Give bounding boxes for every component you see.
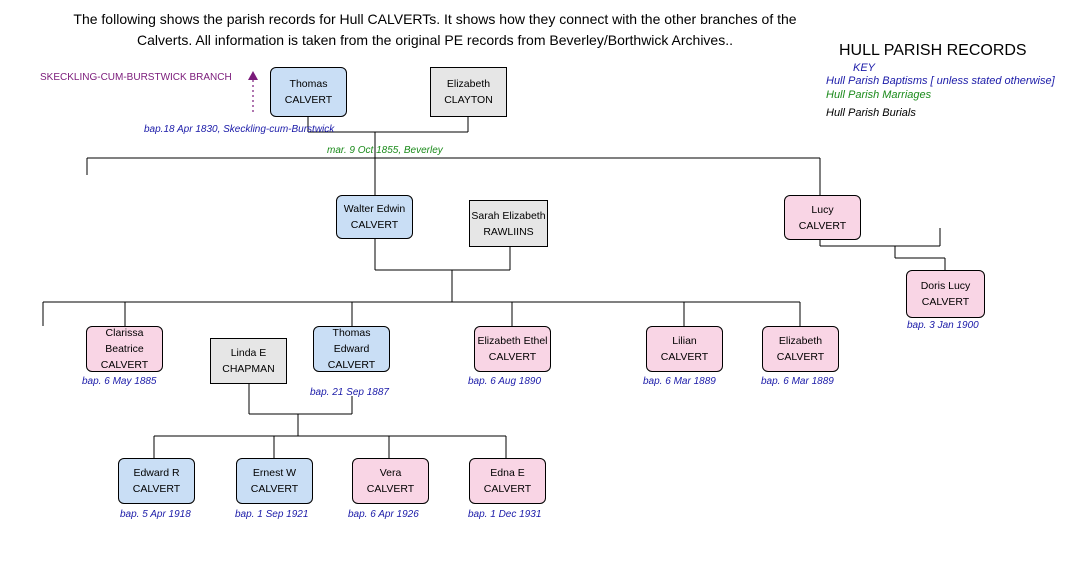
intro-text: The following shows the parish records f… [20,9,850,51]
baptism-note: bap. 1 Dec 1931 [468,509,542,520]
intro-line-2: Calverts. All information is taken from … [137,32,733,48]
middle-name: Edward [333,343,370,355]
baptism-note: bap. 3 Jan 1900 [907,320,979,331]
baptism-note: bap. 6 Aug 1890 [468,376,542,387]
surname: CALVERT [660,351,709,363]
surname: CALVERT [921,296,970,308]
key-title: HULL PARISH RECORDS [839,42,1027,59]
person-thomas-edward-calvert[interactable]: Thomas Edward CALVERT [313,326,390,372]
person-thomas-calvert-sr[interactable]: Thomas CALVERT [270,67,347,117]
first-name: Linda E [230,347,267,359]
branch-arrow-head [248,71,258,80]
person-elizabeth-clayton[interactable]: Elizabeth CLAYTON [430,67,507,117]
surname: CALVERT [284,94,333,106]
surname: CALVERT [327,359,376,371]
surname: CLAYTON [444,94,493,106]
baptism-note: bap. 6 Mar 1889 [643,376,716,387]
person-lucy-calvert[interactable]: Lucy CALVERT [784,195,861,240]
person-sarah-elizabeth-rawliins[interactable]: Sarah Elizabeth RAWLIINS [469,200,548,247]
surname: CALVERT [250,483,299,495]
person-edna-e-calvert[interactable]: Edna E CALVERT [469,458,546,504]
first-name: Lilian [672,335,697,347]
person-ernest-w-calvert[interactable]: Ernest W CALVERT [236,458,313,504]
key-burials: Hull Parish Burials [826,107,916,119]
surname: CALVERT [483,483,532,495]
surname: CALVERT [776,351,825,363]
key-marriages: Hull Parish Marriages [826,89,932,101]
first-name: Ernest W [252,467,297,479]
surname: CALVERT [350,219,399,231]
baptism-note: bap.18 Apr 1830, Skeckling-cum-Burstwick [144,124,335,135]
first-name: Doris Lucy [920,280,971,292]
baptism-note: bap. 21 Sep 1887 [310,387,389,398]
surname: CALVERT [366,483,415,495]
surname: CALVERT [488,351,537,363]
marriage-note: mar. 9 Oct 1855, Beverley [327,145,443,156]
person-lilian-calvert[interactable]: Lilian CALVERT [646,326,723,372]
surname: CHAPMAN [222,363,275,375]
surname: CALVERT [100,359,149,371]
first-name: Elizabeth [446,78,491,90]
person-elizabeth-calvert[interactable]: Elizabeth CALVERT [762,326,839,372]
first-name: Walter Edwin [343,203,406,215]
first-name: Sarah Elizabeth [471,209,546,222]
first-name: Thomas [289,78,328,90]
first-name: Edward R [133,467,180,479]
baptism-note: bap. 5 Apr 1918 [120,509,191,520]
baptism-note: bap. 6 Apr 1926 [348,509,419,520]
person-vera-calvert[interactable]: Vera CALVERT [352,458,429,504]
baptism-note: bap. 6 May 1885 [82,376,157,387]
key-baptisms: Hull Parish Baptisms [ unless stated oth… [826,75,1055,87]
baptism-note: bap. 6 Mar 1889 [761,376,834,387]
first-name: Clarissa [105,327,144,339]
first-name: Elizabeth [778,335,823,347]
key-heading: KEY [853,62,876,74]
surname: RAWLIINS [483,225,534,238]
first-name: Vera [379,467,402,479]
person-clarissa-beatrice-calvert[interactable]: Clarissa Beatrice CALVERT [86,326,163,372]
person-walter-edwin-calvert[interactable]: Walter Edwin CALVERT [336,195,413,239]
person-linda-e-chapman[interactable]: Linda E CHAPMAN [210,338,287,384]
branch-label: SKECKLING-CUM-BURSTWICK BRANCH [40,72,232,83]
first-name: Lucy [811,203,834,216]
person-edward-r-calvert[interactable]: Edward R CALVERT [118,458,195,504]
person-elizabeth-ethel-calvert[interactable]: Elizabeth Ethel CALVERT [474,326,551,372]
surname: CALVERT [132,483,181,495]
first-name: Thomas [332,327,371,339]
baptism-note: bap. 1 Sep 1921 [235,509,309,520]
middle-name: Beatrice [105,343,144,355]
person-doris-lucy-calvert[interactable]: Doris Lucy CALVERT [906,270,985,318]
first-name: Edna E [490,467,525,479]
intro-line-1: The following shows the parish records f… [73,11,797,27]
surname: CALVERT [798,219,847,232]
first-name: Elizabeth Ethel [477,335,548,347]
